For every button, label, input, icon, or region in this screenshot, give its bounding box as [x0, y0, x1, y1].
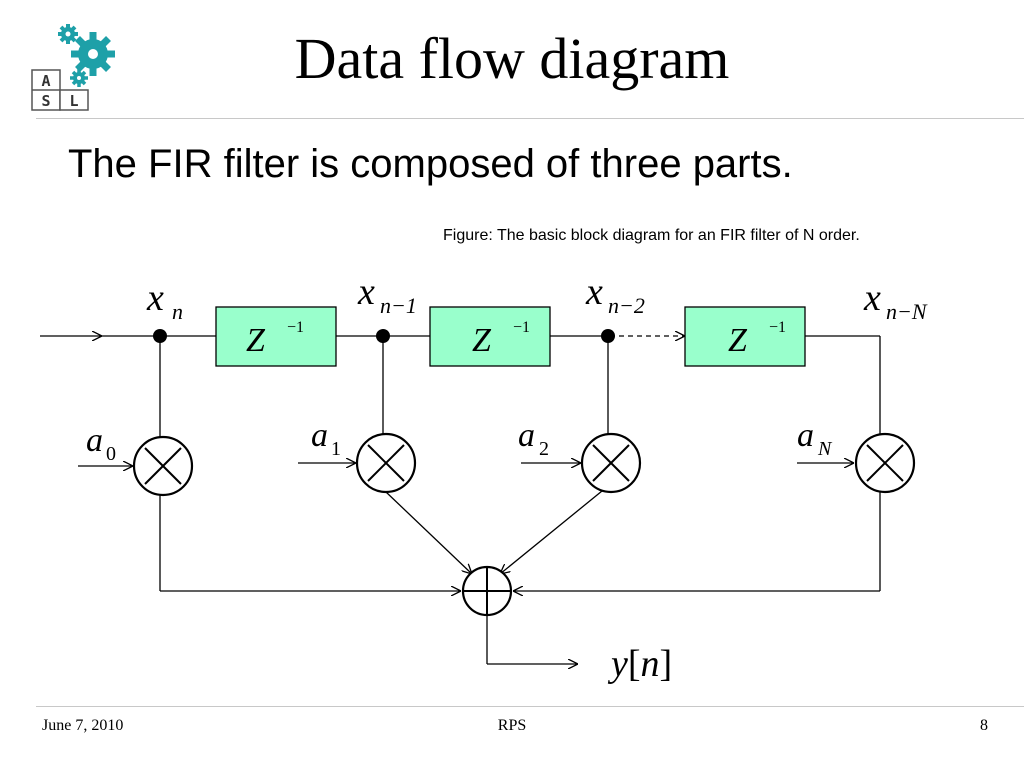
output-var: y [607, 643, 628, 685]
tap-label-sub: n−1 [380, 293, 417, 318]
adder [461, 565, 513, 617]
coefficient-label-2: a 2 [518, 417, 549, 460]
tap-label-0: x n [146, 277, 183, 324]
coefficient-base: a [518, 417, 535, 454]
multiplier-0 [132, 435, 194, 497]
coefficient-base: a [86, 422, 103, 459]
subtitle: The FIR filter is composed of three part… [68, 142, 793, 186]
small-gear-bottom-icon [70, 69, 88, 87]
tap-label-1: x n−1 [357, 271, 417, 318]
tap-label-n: x n−N [863, 277, 928, 324]
small-gear-top-icon [58, 24, 78, 44]
footer-center: RPS [497, 717, 527, 734]
delay-block-1: Z −1 [215, 306, 337, 367]
title-divider [36, 118, 1024, 119]
coefficient-arrows [78, 463, 854, 466]
asl-logo: A S L [30, 22, 125, 112]
delay-block-2: Z −1 [429, 306, 551, 367]
output-label: y[n] [607, 643, 672, 685]
coefficient-sub: N [817, 438, 833, 460]
delay-label-exp: −1 [513, 319, 530, 336]
coefficient-sub: 0 [106, 443, 116, 465]
tap-label-base: x [863, 277, 881, 319]
figure-caption: Figure: The basic block diagram for an F… [443, 227, 860, 244]
multiplier-n [854, 432, 916, 494]
tap-label-base: x [585, 271, 603, 313]
multiplier-2 [580, 432, 642, 494]
logo-letter-a: A [41, 72, 50, 90]
coefficient-sub: 2 [539, 438, 549, 460]
adder-connections [159, 490, 881, 664]
coefficient-label-n: a N [797, 417, 833, 460]
logo-letter-s: S [41, 92, 50, 110]
coefficient-label-1: a 1 [311, 417, 341, 460]
tap-lines [159, 336, 881, 440]
tap-label-base: x [357, 271, 375, 313]
multiplier-1 [355, 432, 417, 494]
large-gear-icon [71, 32, 115, 76]
tap-label-sub: n−2 [608, 293, 645, 318]
tap-label-2: x n−2 [585, 271, 645, 318]
delay-block-3: Z −1 [684, 306, 806, 367]
tap-label-sub: n [172, 299, 183, 324]
footer-date: June 7, 2010 [42, 717, 124, 734]
fir-block-diagram: Z −1 Z −1 Z −1 [40, 271, 928, 685]
tap-label-base: x [146, 277, 164, 319]
delay-label-base: Z [728, 322, 748, 359]
tap-label-sub: n−N [886, 299, 928, 324]
delay-label-exp: −1 [769, 319, 786, 336]
logo-letter-l: L [69, 92, 78, 110]
coefficient-base: a [797, 417, 814, 454]
delay-label-base: Z [472, 322, 492, 359]
page-title: Data flow diagram [294, 26, 730, 91]
svg-text:y[n]: y[n] [607, 643, 672, 685]
coefficient-base: a [311, 417, 328, 454]
output-open: [ [628, 643, 641, 685]
coefficient-sub: 1 [331, 438, 341, 460]
output-idx: n [641, 643, 660, 685]
delay-label-base: Z [246, 322, 266, 359]
coefficient-label-0: a 0 [86, 422, 116, 465]
output-close: ] [660, 643, 673, 685]
footer-divider [36, 706, 1024, 707]
delay-label-exp: −1 [287, 319, 304, 336]
page-number: 8 [980, 717, 988, 734]
